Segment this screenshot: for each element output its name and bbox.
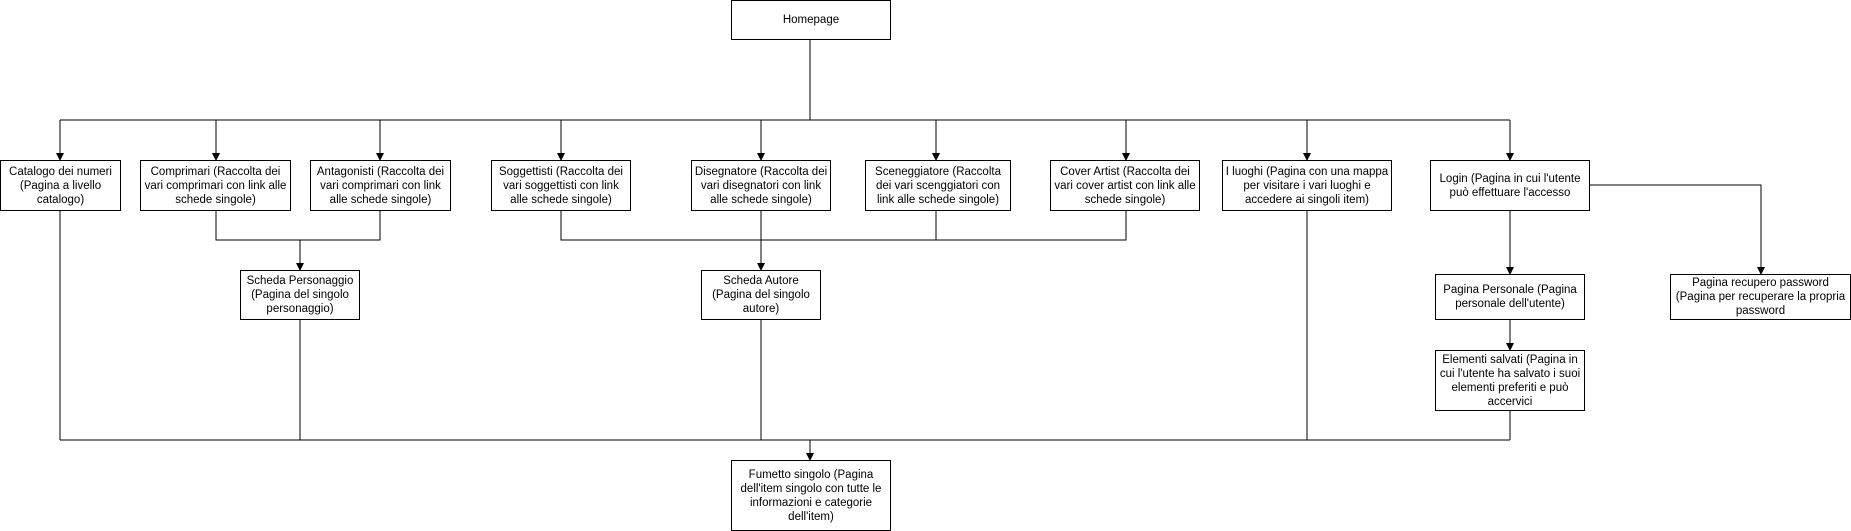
luoghi-label: I luoghi (Pagina con una mappa per visit… xyxy=(1225,165,1389,206)
scheda-personaggio-label: Scheda Personaggio (Pagina del singolo p… xyxy=(246,275,354,315)
comprimari-label: Comprimari (Raccolta dei vari comprimari… xyxy=(144,165,287,206)
authors-bus-line xyxy=(560,211,1127,241)
catalogo-label: Catalogo dei numeri (Pagina a livello ca… xyxy=(9,165,112,206)
scheda-autore-node: Scheda Autore (Pagina del singolo autore… xyxy=(701,270,821,320)
antagonisti-node: Antagonisti (Raccolta dei vari comprimar… xyxy=(310,160,451,211)
scheda-personaggio-node: Scheda Personaggio (Pagina del singolo p… xyxy=(240,270,360,320)
scheda-autore-label: Scheda Autore (Pagina del singolo autore… xyxy=(712,275,810,315)
recupero-password-label: Pagina recupero password (Pagina per rec… xyxy=(1675,277,1846,317)
catalogo-node: Catalogo dei numeri (Pagina a livello ca… xyxy=(0,160,121,211)
fumetto-singolo-node: Fumetto singolo (Pagina dell'item singol… xyxy=(731,460,891,531)
luoghi-node: I luoghi (Pagina con una mappa per visit… xyxy=(1222,160,1392,211)
recupero-password-node: Pagina recupero password (Pagina per rec… xyxy=(1670,274,1851,320)
login-label: Login (Pagina in cui l'utente può effett… xyxy=(1439,172,1581,199)
soggettisti-node: Soggettisti (Raccolta dei vari soggettis… xyxy=(491,160,631,211)
antagonisti-label: Antagonisti (Raccolta dei vari comprimar… xyxy=(316,165,445,206)
fumetto-singolo-label: Fumetto singolo (Pagina dell'item singol… xyxy=(740,468,882,523)
homepage-label: Homepage xyxy=(782,14,840,26)
disegnatore-node: Disegnatore (Raccolta dei vari disegnato… xyxy=(691,160,831,211)
comprimari-connector xyxy=(215,211,300,241)
elementi-salvati-label: Elementi salvati (Pagina in cui l'utente… xyxy=(1439,353,1581,408)
homepage-node: Homepage xyxy=(731,0,891,40)
antagonisti-connector xyxy=(300,211,381,241)
cover-artist-label: Cover Artist (Raccolta dei vari cover ar… xyxy=(1054,165,1196,206)
soggettisti-label: Soggettisti (Raccolta dei vari soggettis… xyxy=(498,165,623,206)
sceneggiatore-label: Sceneggiatore (Raccolta dei vari scenggi… xyxy=(875,165,1001,206)
pagina-personale-node: Pagina Personale (Pagina personale dell'… xyxy=(1435,274,1585,320)
sceneggiatore-node: Sceneggiatore (Raccolta dei vari scenggi… xyxy=(865,160,1011,211)
disegnatore-label: Disegnatore (Raccolta dei vari disegnato… xyxy=(694,165,828,206)
comprimari-node: Comprimari (Raccolta dei vari comprimari… xyxy=(140,160,291,211)
cover-artist-node: Cover Artist (Raccolta dei vari cover ar… xyxy=(1050,160,1200,211)
arrow-to-recupero-password xyxy=(1590,184,1765,275)
login-node: Login (Pagina in cui l'utente può effett… xyxy=(1430,160,1590,211)
elementi-salvati-node: Elementi salvati (Pagina in cui l'utente… xyxy=(1435,350,1585,411)
pagina-personale-label: Pagina Personale (Pagina personale dell'… xyxy=(1443,284,1577,310)
